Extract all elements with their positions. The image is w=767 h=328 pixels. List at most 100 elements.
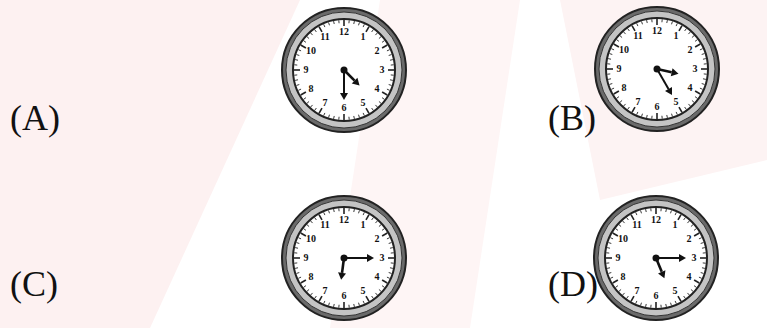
minute-tick: [608, 58, 611, 60]
minute-tick: [608, 78, 611, 80]
minute-tick: [294, 64, 297, 65]
minute-tick: [379, 289, 381, 291]
hour-hand-head: [658, 270, 665, 278]
minute-tick: [358, 115, 360, 118]
minute-tick: [613, 233, 618, 236]
clock-band: [598, 200, 714, 316]
clock-band: [286, 200, 402, 316]
clock-band: [599, 11, 715, 127]
minute-tick: [660, 208, 661, 211]
clock-number: 11: [320, 32, 329, 42]
minute-tick: [375, 221, 377, 223]
minute-tick: [294, 252, 297, 253]
minute-tick: [307, 37, 309, 39]
minute-tick: [700, 49, 703, 50]
minute-tick: [324, 113, 325, 116]
clock-number: 6: [655, 102, 660, 112]
minute-tick: [607, 267, 610, 269]
clock-number: 7: [635, 286, 640, 296]
minute-tick: [295, 247, 298, 249]
minute-tick: [382, 229, 384, 231]
minute-tick: [296, 272, 299, 274]
minute-tick: [358, 22, 360, 25]
hour-hand-head: [671, 68, 679, 76]
minute-tick: [645, 304, 647, 307]
minute-tick: [645, 209, 647, 212]
option-label: (A): [10, 100, 60, 136]
clock-number: 4: [374, 272, 379, 282]
minute-tick: [606, 252, 609, 253]
minute-tick: [348, 20, 349, 23]
minute-tick: [631, 296, 634, 301]
minute-tick: [691, 225, 693, 227]
minute-tick: [651, 19, 652, 22]
minute-tick: [670, 303, 672, 306]
minute-tick: [617, 40, 619, 42]
minute-tick: [301, 45, 306, 48]
minute-tick: [319, 108, 322, 113]
minute-tick: [656, 19, 658, 25]
minute-tick: [363, 113, 364, 116]
clock-number: 9: [304, 65, 309, 75]
minute-tick: [623, 293, 625, 295]
minute-tick: [338, 117, 339, 120]
minute-tick: [624, 32, 626, 34]
minute-tick: [684, 218, 686, 220]
minute-tick: [687, 221, 689, 223]
clock-center: [654, 66, 661, 73]
minute-tick: [688, 32, 690, 34]
minute-tick: [348, 305, 349, 308]
clock-number: 9: [616, 253, 621, 263]
minute-tick: [353, 304, 355, 307]
minute-tick: [650, 208, 651, 211]
minute-tick: [358, 303, 360, 306]
clock-number: 10: [619, 45, 629, 55]
minute-tick: [703, 252, 706, 253]
minute-tick: [646, 20, 648, 23]
minute-tick: [699, 238, 702, 239]
clock-number: 9: [304, 253, 309, 263]
minute-tick: [656, 113, 658, 119]
minute-tick: [379, 37, 381, 39]
minute-tick: [610, 238, 613, 239]
minute-tick: [614, 44, 619, 47]
minute-tick: [606, 257, 612, 259]
minute-tick: [691, 289, 693, 291]
minute-tick: [628, 107, 630, 109]
minute-tick: [295, 267, 298, 269]
minute-tick: [623, 221, 625, 223]
minute-tick: [702, 53, 705, 55]
minute-tick: [624, 104, 626, 106]
clock-number: 11: [632, 220, 641, 230]
minute-tick: [699, 277, 702, 278]
minute-tick: [678, 215, 681, 220]
clock-number: 2: [686, 234, 691, 244]
minute-tick: [655, 302, 657, 308]
minute-tick: [366, 27, 369, 32]
minute-tick: [311, 33, 313, 35]
minute-tick: [627, 296, 629, 298]
minute-tick: [613, 280, 618, 283]
minute-tick: [695, 40, 697, 42]
minute-tick: [315, 218, 317, 220]
minute-tick: [390, 59, 393, 61]
minute-tick: [375, 33, 377, 35]
minute-tick: [632, 107, 635, 112]
minute-tick: [703, 262, 706, 263]
minute-tick: [701, 272, 704, 274]
minute-tick: [661, 19, 662, 22]
clock-number: 12: [651, 215, 661, 225]
minute-tick: [616, 229, 618, 231]
minute-tick: [388, 257, 394, 259]
minute-tick: [343, 302, 345, 308]
clock-rim: [594, 196, 718, 320]
minute-tick: [607, 63, 610, 64]
minute-tick: [301, 92, 306, 95]
minute-tick: [304, 98, 306, 100]
minute-tick: [315, 296, 317, 298]
clock-face: [595, 7, 719, 131]
minute-tick: [387, 50, 390, 51]
minute-tick: [694, 229, 696, 231]
clock-dial: [293, 207, 395, 309]
